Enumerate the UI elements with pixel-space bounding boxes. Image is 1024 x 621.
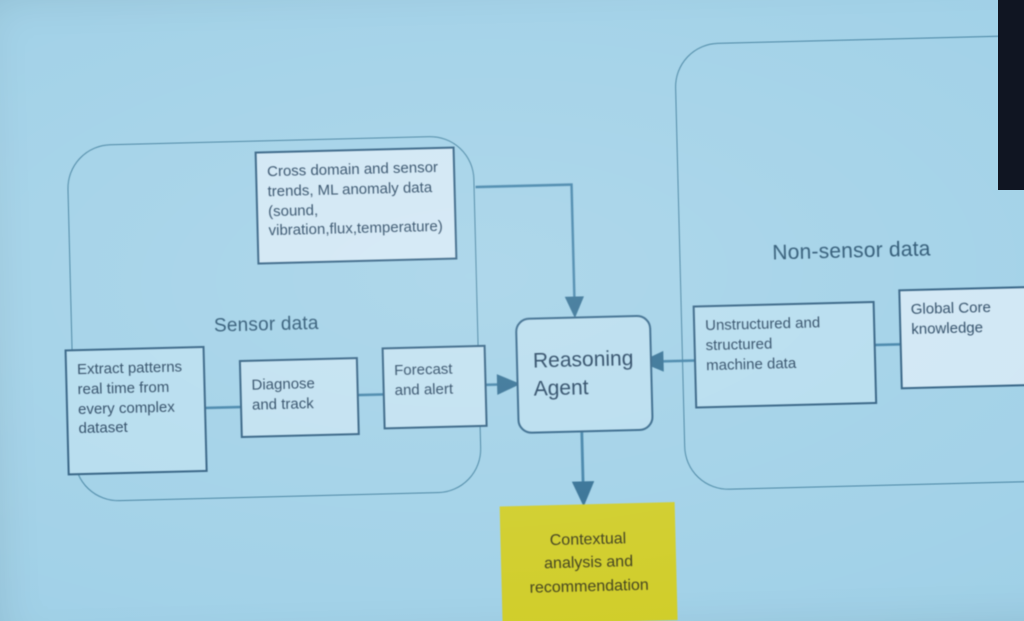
global-core-box: Global Core knowledge bbox=[898, 285, 1024, 390]
diagnose-line-1: Diagnose bbox=[251, 375, 316, 394]
forecast-line-2: and alert bbox=[394, 380, 454, 399]
cross-domain-box: Cross domain and sensor trends, ML anoma… bbox=[254, 146, 458, 265]
agent-line-1: Reasoning bbox=[532, 346, 634, 373]
connector-extract-to-diagnose bbox=[206, 405, 241, 410]
extract-line-1: Extract patterns bbox=[76, 358, 183, 379]
contextual-box: Contextual analysis and recommendation bbox=[499, 502, 678, 621]
diagnose-line-2: and track bbox=[251, 394, 314, 414]
diagnose-box: Diagnose and track bbox=[238, 357, 360, 439]
room-edge-right bbox=[998, 0, 1024, 190]
connector-unstructured-to-agent bbox=[640, 350, 695, 372]
cross-domain-line-4: vibration,flux,temperature) bbox=[268, 218, 444, 240]
reasoning-agent: Reasoning Agent bbox=[514, 314, 654, 435]
connector-globalcore-to-unstructured bbox=[873, 343, 900, 347]
agent-line-2: Agent bbox=[533, 376, 589, 401]
global-core-line-2: knowledge bbox=[911, 319, 984, 338]
extract-line-4: dataset bbox=[78, 419, 128, 438]
global-core-line-1: Global Core bbox=[910, 299, 992, 319]
contextual-line-1: Contextual bbox=[549, 530, 627, 550]
connector-agent-to-contextual bbox=[571, 431, 595, 507]
connector-crossdomain-to-agent bbox=[475, 183, 584, 319]
forecast-box: Forecast and alert bbox=[381, 344, 488, 430]
connector-diagnose-to-forecast bbox=[358, 393, 383, 397]
unstructured-box: Unstructured and structured machine data bbox=[692, 300, 878, 409]
contextual-line-2: analysis and bbox=[543, 553, 634, 573]
forecast-line-1: Forecast bbox=[393, 360, 453, 380]
contextual-line-3: recommendation bbox=[529, 576, 649, 597]
unstructured-line-3: machine data bbox=[705, 354, 797, 374]
extract-patterns-box: Extract patterns real time from every co… bbox=[64, 345, 208, 476]
